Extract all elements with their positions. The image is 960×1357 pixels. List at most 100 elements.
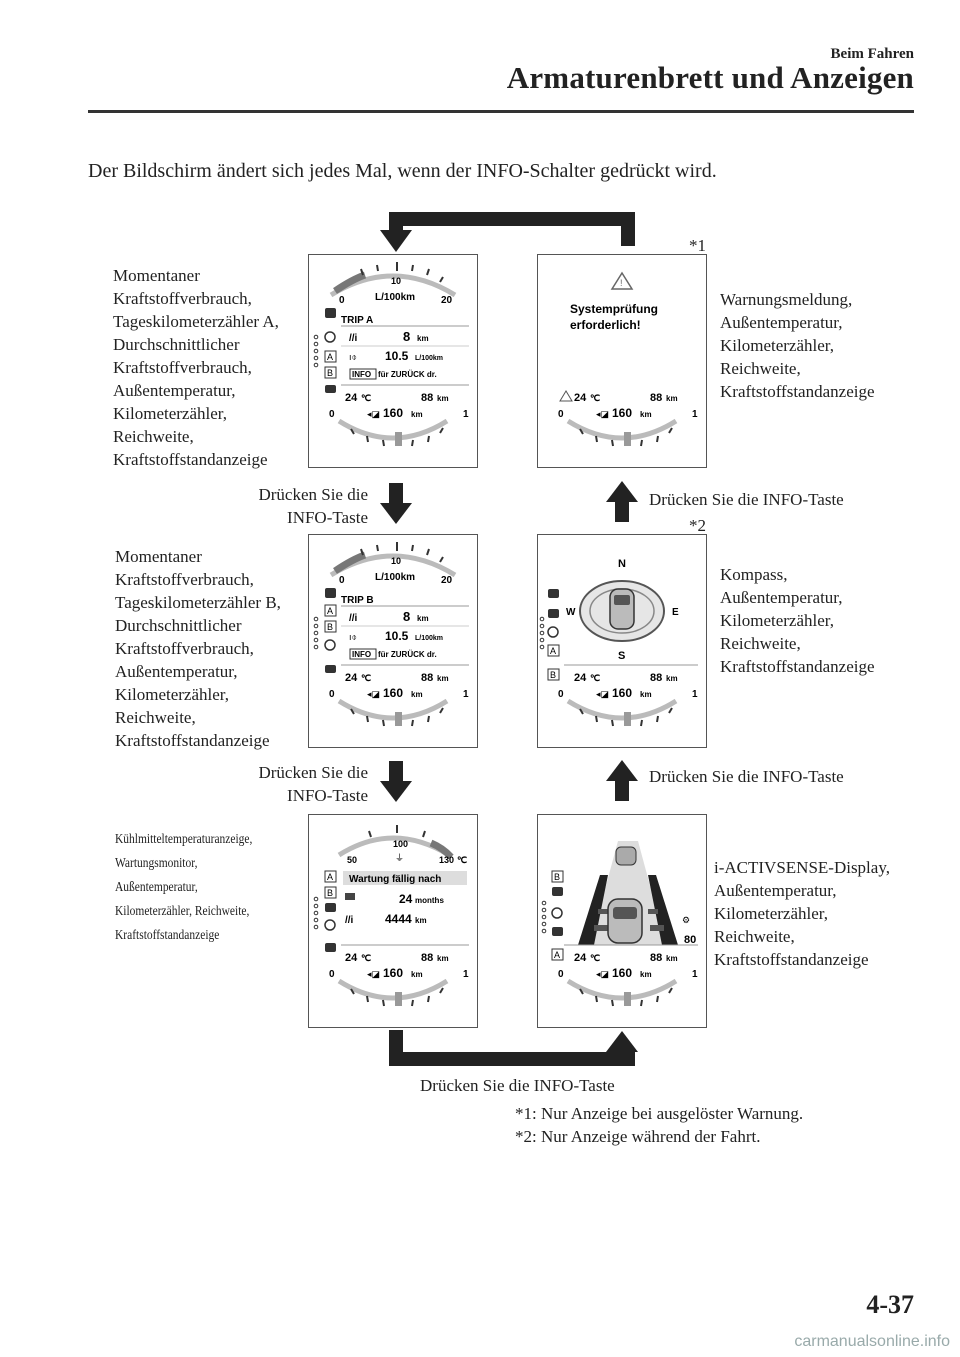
warning-line-1: Systemprüfung [570, 302, 658, 316]
activsense-label: i-ACTIVSENSE-Display,Außentemperatur,Kil… [714, 858, 890, 969]
svg-text:1: 1 [463, 969, 469, 980]
compass-north: N [618, 558, 626, 570]
service-months: 24 [399, 892, 413, 906]
lead-car-icon [615, 846, 637, 866]
compass-west: W [566, 607, 576, 618]
svg-text:B: B [327, 888, 333, 898]
display-compass: N S E W A B 24 ℃ 88 km 0 1 ◂◪ 160 km [537, 534, 707, 748]
svg-text:℃: ℃ [457, 855, 467, 865]
svg-text:0: 0 [558, 969, 564, 980]
service-title: Wartung fällig nach [349, 874, 441, 885]
warning-label: Warnungsmeldung,Außentemperatur,Kilomete… [720, 290, 875, 401]
svg-text:L/100km: L/100km [375, 572, 415, 583]
svg-text:88: 88 [650, 952, 662, 964]
svg-text:TRIP B: TRIP B [341, 595, 374, 606]
watermark: carmanualsonline.info [794, 1333, 950, 1350]
svg-text:km: km [411, 690, 423, 699]
svg-text:ı⌽: ı⌽ [349, 632, 357, 642]
svg-text:20: 20 [441, 575, 453, 586]
svg-text:88: 88 [421, 392, 433, 404]
svg-text:130: 130 [439, 855, 454, 865]
svg-text:INFO: INFO [352, 370, 371, 379]
display-activsense: ⚙ 80 B A 24 ℃ 88 km 0 1 ◂◪ 160 km [537, 814, 707, 1028]
trip-distance: 8 [403, 329, 410, 344]
footnotes: *1: Nur Anzeige bei ausgelöster Warnung.… [515, 1102, 803, 1148]
svg-text:◂◪: ◂◪ [596, 969, 609, 979]
svg-text:A: A [554, 950, 560, 960]
svg-text:ı⌽: ı⌽ [349, 352, 357, 362]
svg-text:160: 160 [383, 686, 403, 700]
svg-text:months: months [415, 896, 444, 905]
svg-text:℃: ℃ [361, 393, 371, 403]
range-value: 160 [383, 406, 403, 420]
own-car-icon [607, 898, 643, 944]
footnote-2: *2: Nur Anzeige während der Fahrt. [515, 1127, 761, 1146]
svg-text:0: 0 [558, 689, 564, 700]
svg-text:1: 1 [463, 689, 469, 700]
svg-text:km: km [411, 970, 423, 979]
svg-text:◂◪: ◂◪ [596, 409, 609, 419]
svg-text:km: km [437, 674, 449, 683]
gauge-mid: 10 [391, 276, 401, 286]
svg-text:◂◪: ◂◪ [367, 409, 380, 419]
warning-icon [610, 271, 634, 290]
svg-text:km: km [417, 334, 429, 343]
svg-text:!: ! [620, 278, 623, 288]
compass-south: S [618, 650, 625, 662]
svg-text:A: A [327, 872, 333, 882]
warning-line-2: erforderlich! [570, 318, 641, 332]
speed-limit: 80 [684, 934, 696, 946]
trip-title: TRIP A [341, 315, 373, 326]
svg-text:◂◪: ◂◪ [367, 689, 380, 699]
coolant-label: Kühlmitteltemperaturanzeige,Wartungsmoni… [115, 832, 253, 943]
svg-text:km: km [437, 954, 449, 963]
svg-text:⚙: ⚙ [682, 915, 690, 925]
svg-text:℃: ℃ [590, 393, 600, 403]
avg-consumption: 10.5 [385, 349, 409, 363]
svg-text:24: 24 [345, 952, 358, 964]
svg-text:88: 88 [421, 672, 433, 684]
svg-text:B: B [327, 622, 333, 632]
svg-text:0: 0 [339, 575, 345, 586]
svg-text:160: 160 [612, 966, 632, 980]
svg-text:℃: ℃ [361, 673, 371, 683]
svg-text://i: //i [349, 613, 358, 624]
footnote-1: *1: Nur Anzeige bei ausgelöster Warnung. [515, 1104, 804, 1123]
svg-text:für ZURÜCK dr.: für ZURÜCK dr. [378, 650, 437, 659]
display-trip-b: 0 10 20 L/100km A B TRIP B //i 8 km ı⌽ 1… [308, 534, 478, 748]
chapter-title: Armaturenbrett und Anzeigen [506, 60, 914, 95]
press-info-right-2: Drücken Sie die INFO-Taste [649, 767, 844, 786]
svg-text:℃: ℃ [361, 953, 371, 963]
svg-text:B: B [550, 670, 556, 680]
svg-text:88: 88 [421, 952, 433, 964]
display-warning: ! Systemprüfung erforderlich! 24 ℃ 88 km… [537, 254, 707, 468]
svg-text://i: //i [349, 333, 358, 344]
svg-text:km: km [666, 954, 678, 963]
svg-text:88: 88 [650, 672, 662, 684]
svg-text:160: 160 [612, 406, 632, 420]
svg-text:1: 1 [692, 409, 698, 420]
svg-text:24: 24 [574, 392, 587, 404]
svg-text:1: 1 [692, 689, 698, 700]
svg-text:L/100km: L/100km [415, 635, 443, 642]
page-number: 4-37 [866, 1290, 914, 1319]
svg-text:24: 24 [345, 392, 358, 404]
svg-text:8: 8 [403, 609, 410, 624]
svg-text:km: km [666, 674, 678, 683]
svg-text:10: 10 [391, 556, 401, 566]
svg-text:160: 160 [383, 966, 403, 980]
display-coolant-service: 50 100 130 ℃ ⏚ A B Wartung fällig nach 2… [308, 814, 478, 1028]
svg-text:℃: ℃ [590, 953, 600, 963]
svg-text:℃: ℃ [590, 673, 600, 683]
svg-text:km: km [417, 614, 429, 623]
svg-text:A: A [327, 352, 333, 362]
svg-text:für ZURÜCK dr.: für ZURÜCK dr. [378, 370, 437, 379]
svg-text:⏚: ⏚ [395, 853, 404, 863]
svg-text:km: km [666, 394, 678, 403]
svg-text:km: km [411, 410, 423, 419]
svg-text:km: km [437, 394, 449, 403]
